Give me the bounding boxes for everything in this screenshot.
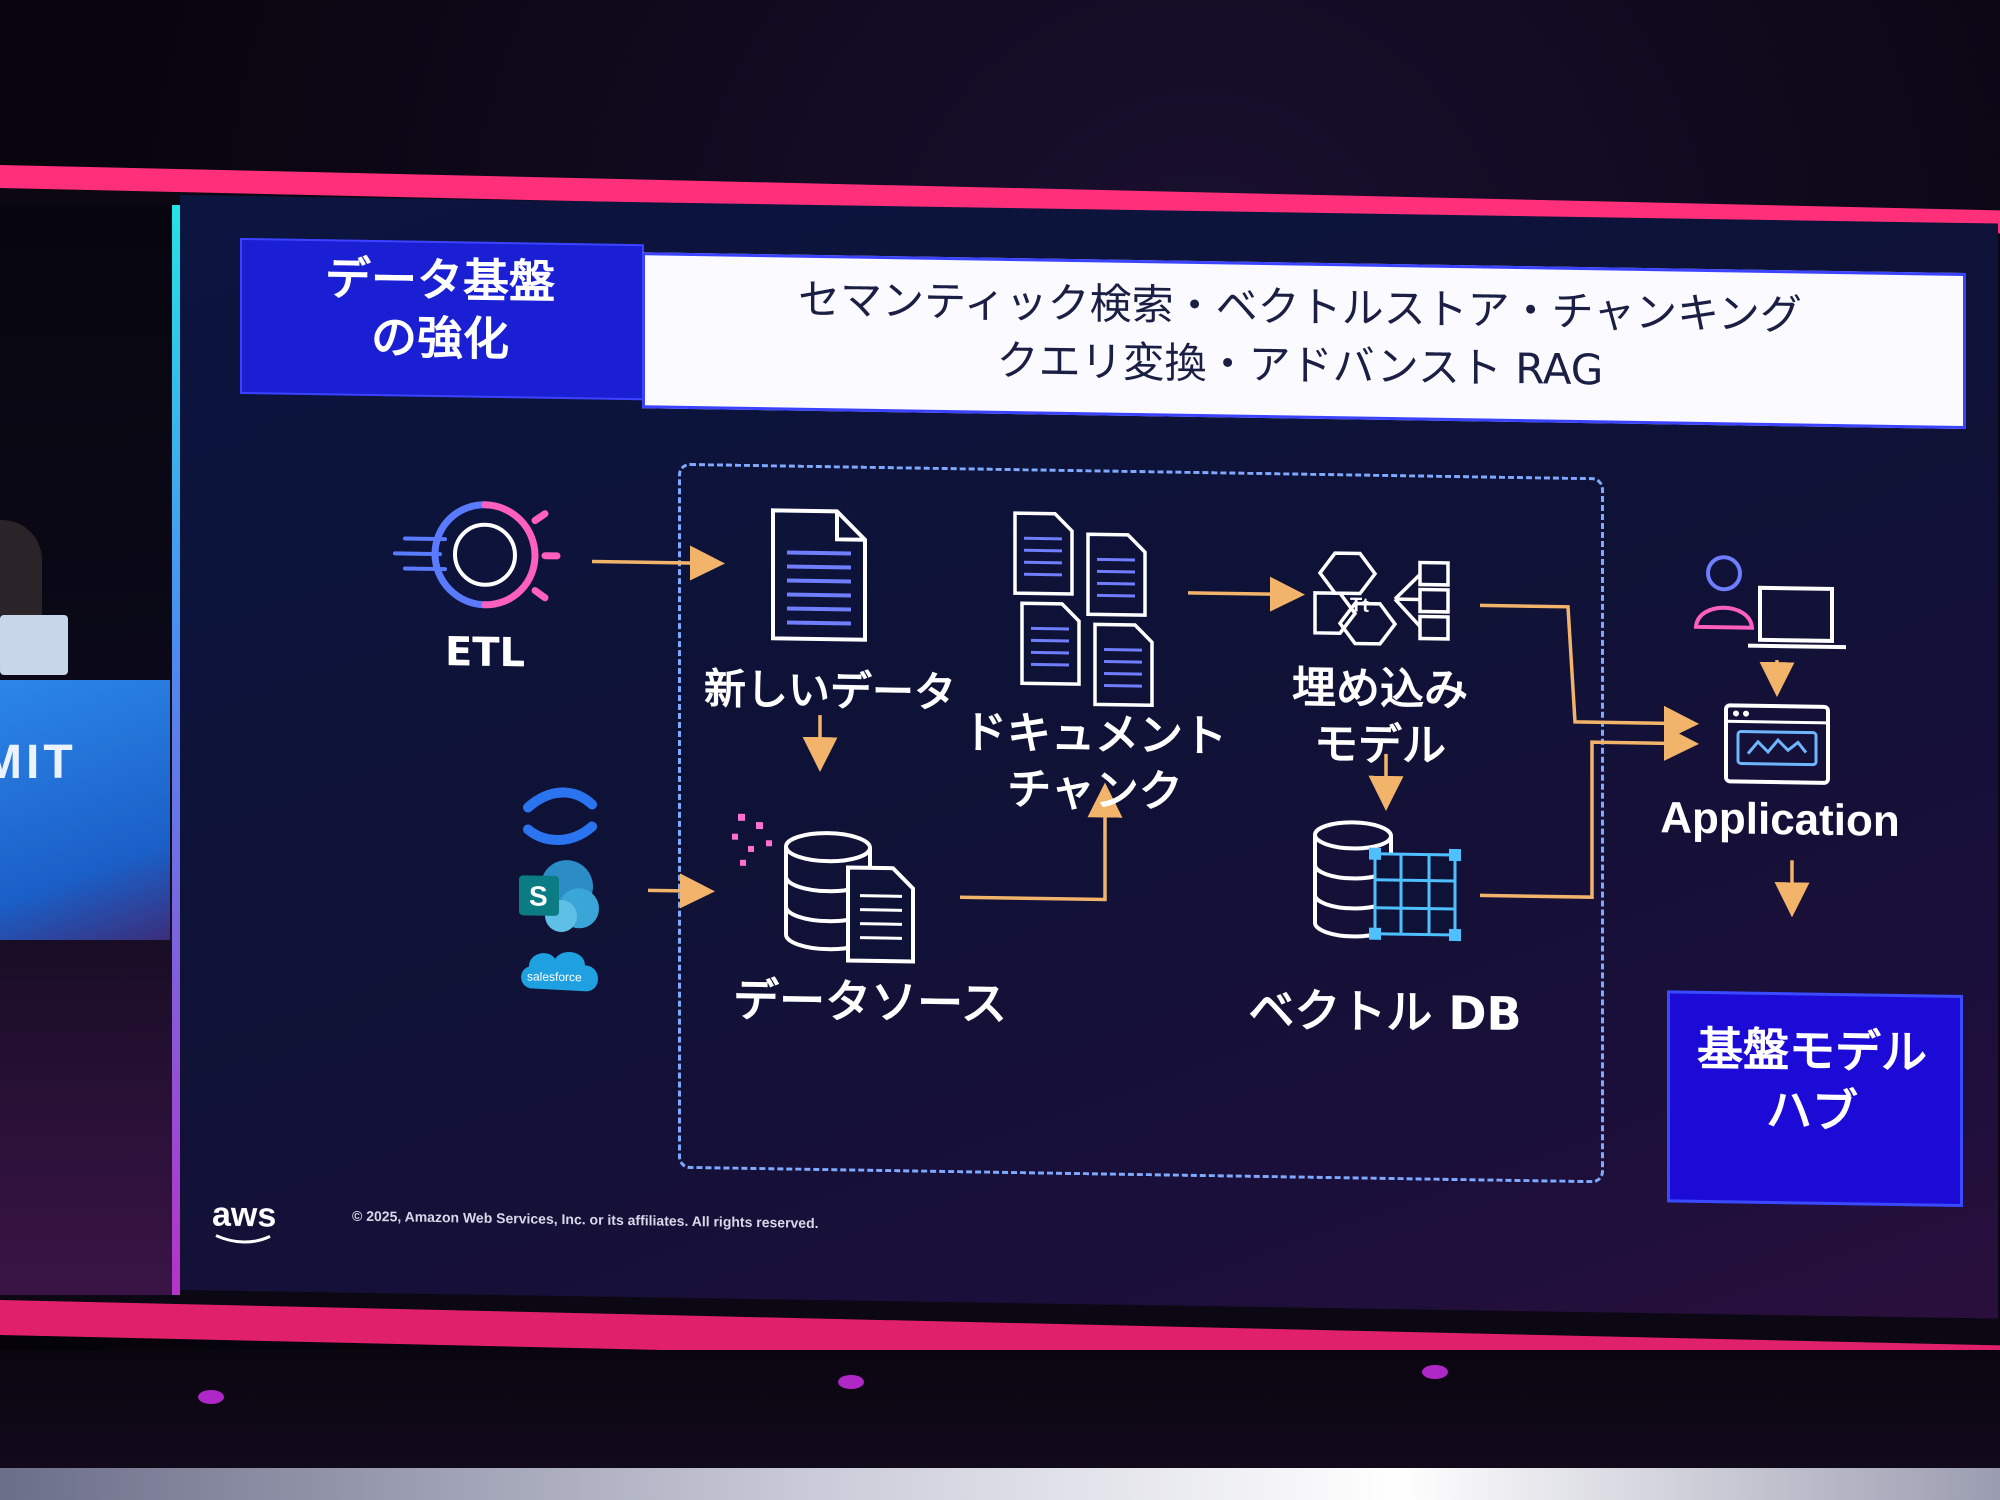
arrow-embedding-to-app: [1480, 603, 1699, 741]
application-icon: [1724, 703, 1830, 785]
podium-text: MIT: [0, 736, 77, 789]
flow-arrows: [592, 545, 1810, 918]
hub-label-line-1: 基盤モデル: [1697, 1021, 1927, 1080]
speaker-silhouette: [0, 520, 42, 620]
document-icon: [771, 508, 867, 642]
arrow-sources-to-data-source: [648, 873, 715, 909]
salesforce-text: salesforce: [527, 969, 582, 984]
doc-chunk-label-line-1: ドキュメント: [963, 707, 1227, 763]
etl-label: ETL: [444, 629, 526, 677]
arrow-etl-to-new-data: [592, 545, 725, 581]
hub-label-line-2: ハブ: [1766, 1082, 1858, 1139]
presentation-slide: データ基盤 の強化 セマンティック検索・ベクトルストア・チャンキング クエリ変換…: [180, 195, 1998, 1319]
embedding-model-icon: Tt: [1313, 551, 1450, 646]
floor-light: [1422, 1365, 1448, 1379]
embedding-label-line-2: モデル: [1314, 718, 1446, 772]
salesforce-icon: salesforce: [521, 952, 598, 992]
floor-light: [198, 1390, 224, 1404]
embedding-label: 埋め込み モデル: [1260, 660, 1500, 776]
application-label: Application: [1660, 793, 1900, 847]
document-chunks-icon: [1013, 511, 1154, 708]
confluence-icon: [523, 787, 597, 845]
screen-edge-glow: [172, 205, 180, 1295]
laptop: [0, 615, 68, 675]
user-laptop-icon: [1693, 555, 1846, 650]
podium: [0, 680, 170, 940]
database-document-icon: [732, 813, 915, 964]
arrow-data-source-to-chunk: [960, 782, 1123, 902]
vector-db-label: ベクトル DB: [1248, 982, 1522, 1042]
stage-light-bar: [0, 1468, 2000, 1500]
doc-chunk-label: ドキュメント チャンク: [950, 705, 1240, 822]
etl-icon: [393, 501, 561, 609]
svg-text:Tt: Tt: [1350, 594, 1369, 616]
new-data-label: 新しいデータ: [703, 664, 956, 718]
vector-database-icon: [1313, 820, 1461, 942]
arrow-chunk-to-embedding: [1188, 576, 1305, 612]
sharepoint-letter: S: [529, 880, 548, 911]
aws-smile-icon: [215, 1234, 271, 1244]
embedding-label-line-1: 埋め込み: [1292, 662, 1468, 717]
sharepoint-icon: S: [519, 860, 599, 932]
doc-chunk-label-line-2: チャンク: [1007, 763, 1183, 818]
foundation-model-hub-label: 基盤モデル ハブ: [1667, 1018, 1957, 1143]
aws-logo: aws: [212, 1195, 277, 1235]
floor-light: [838, 1375, 864, 1389]
data-source-label: データソース: [733, 972, 1007, 1031]
arrow-vector-db-to-app: [1480, 725, 1699, 899]
